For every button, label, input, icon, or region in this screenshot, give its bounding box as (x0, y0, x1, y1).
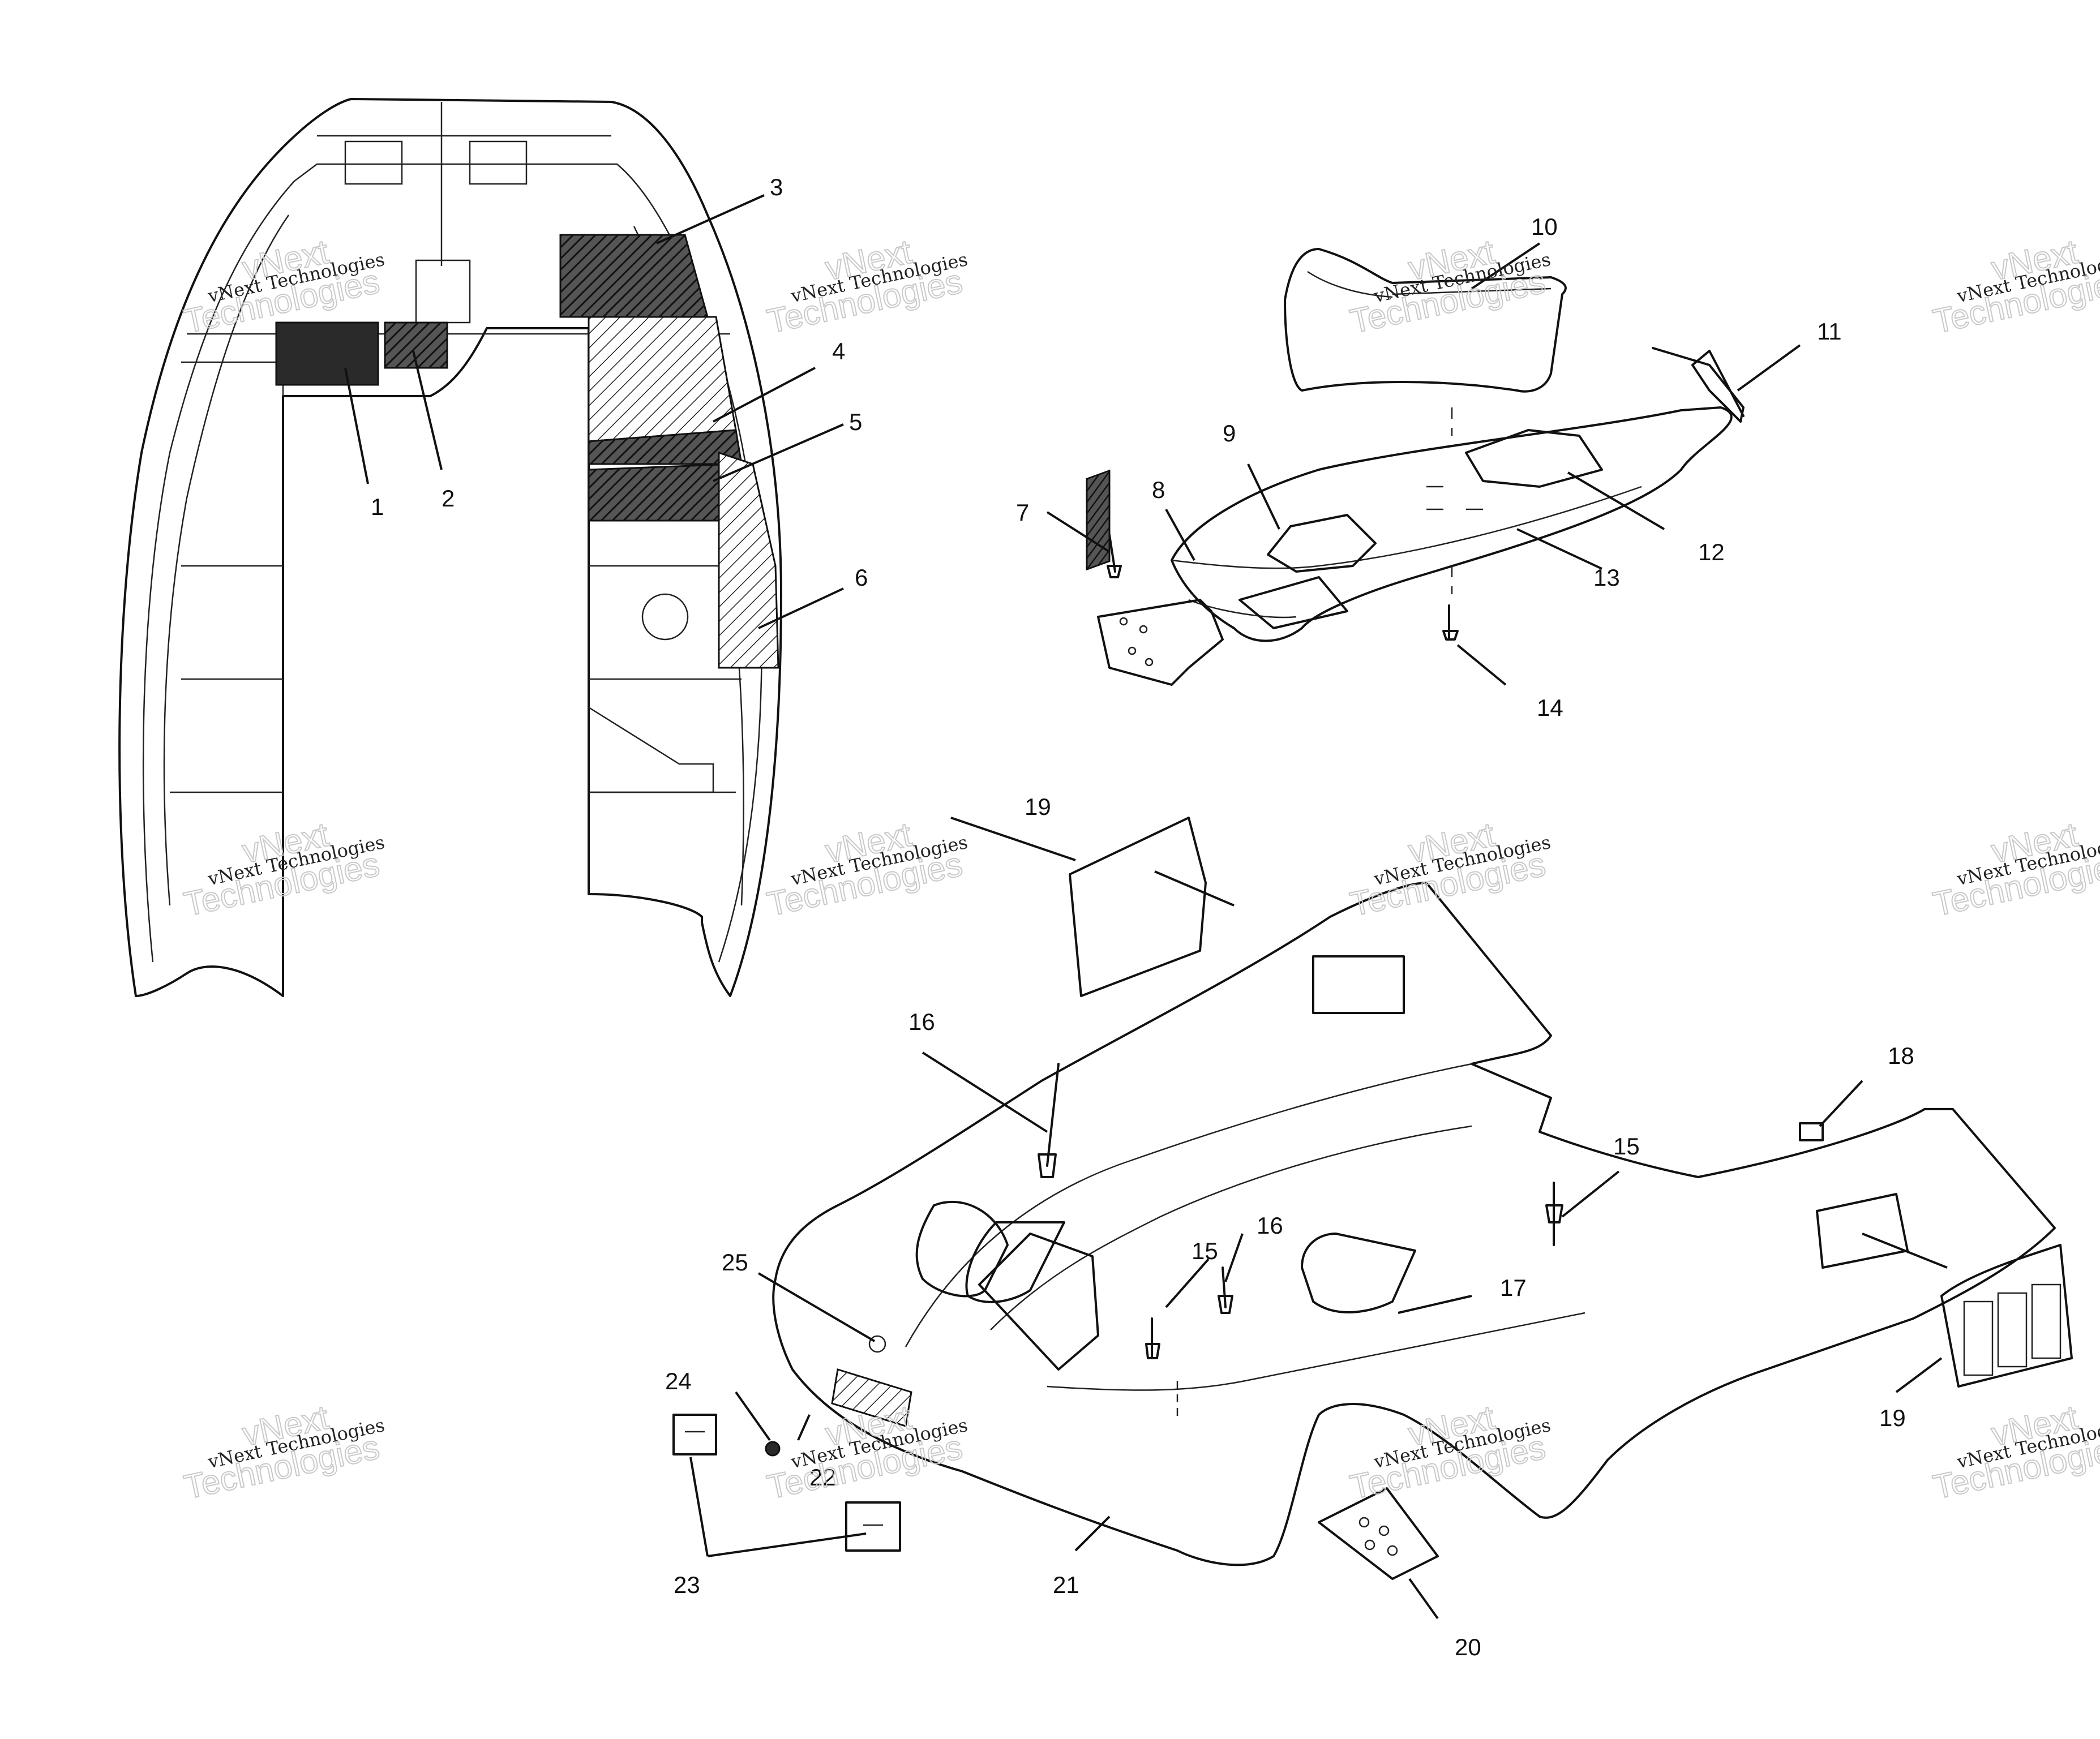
hinge-plate (1097, 599, 1224, 686)
watermark-7: vNext vNext Technologies Technologies (1346, 815, 1552, 924)
part-5b-panel (588, 463, 737, 522)
callout-16-mid: 16 (1257, 1212, 1283, 1239)
callout-19-left: 19 (1025, 793, 1051, 820)
callout-7: 7 (1016, 499, 1029, 526)
callout-9: 9 (1223, 420, 1236, 446)
watermark-9: vNext vNext Technologies Technologies (180, 1398, 386, 1507)
callout-labels: 1 2 3 4 5 6 7 8 9 10 11 12 13 14 15 15 1… (371, 174, 1914, 1660)
part-19-vent-left (1069, 817, 1207, 997)
part-23-plate-a (672, 1414, 717, 1455)
part-21-nose-pan (772, 882, 2056, 1566)
part-17-window (1301, 1233, 1416, 1313)
hood-assembly (118, 98, 782, 997)
callout-3: 3 (770, 174, 783, 200)
part-10-tray (1284, 248, 1567, 393)
part-2-panel (384, 321, 448, 369)
callout-2: 2 (442, 485, 455, 512)
belly-pan-assembly (672, 469, 2073, 1580)
callout-16-top: 16 (908, 1008, 935, 1035)
side-window (1816, 1193, 1909, 1269)
part-23-plate-b (845, 1501, 901, 1552)
watermark-6: vNext vNext Technologies Technologies (763, 815, 969, 924)
access-window (1312, 955, 1405, 1014)
part-24-clip (765, 1441, 781, 1457)
callout-25: 25 (722, 1249, 748, 1276)
watermark-3: vNext vNext Technologies Technologies (1346, 232, 1552, 341)
part-19-vent-right (1940, 1244, 2073, 1388)
part-20-plate (1318, 1487, 1439, 1580)
watermark-12: vNext vNext Technologies Technologies (1929, 1398, 2100, 1507)
part-8-window (1238, 576, 1348, 629)
callout-8: 8 (1152, 476, 1165, 503)
callout-17: 17 (1500, 1274, 1527, 1301)
callout-5: 5 (849, 409, 862, 435)
callout-14: 14 (1537, 694, 1563, 721)
part-1-panel (275, 321, 379, 386)
dash-assembly (1097, 248, 1745, 686)
part-4-panel (588, 316, 737, 443)
callout-15-left: 15 (1192, 1238, 1218, 1264)
callout-11: 11 (1817, 318, 1842, 345)
callout-13: 13 (1593, 564, 1620, 591)
callout-19-right: 19 (1879, 1405, 1906, 1431)
leader-lines (344, 194, 1948, 1620)
part-18-pad (1799, 1122, 1824, 1141)
part-12-window (1465, 429, 1603, 488)
part-9-window (1267, 514, 1377, 573)
callout-21: 21 (1053, 1571, 1079, 1598)
watermark-2: vNext vNext Technologies Technologies (763, 232, 969, 341)
part-16-fastener-a (1046, 1063, 1060, 1167)
callout-23: 23 (674, 1571, 700, 1598)
callout-12: 12 (1698, 539, 1725, 565)
callout-18: 18 (1888, 1042, 1914, 1069)
part-13-console (1171, 406, 1733, 642)
watermark-8: vNext vNext Technologies Technologies (1929, 815, 2100, 924)
callout-10: 10 (1531, 213, 1558, 240)
part-6-panel (718, 451, 779, 669)
watermarks: vNext vNext Technologies Technologies vN… (180, 232, 2100, 1507)
part-25-grommet (868, 1335, 886, 1353)
callout-6: 6 (855, 564, 868, 591)
part-11-clip (1652, 347, 1745, 423)
callout-20: 20 (1455, 1634, 1481, 1660)
callout-15-right: 15 (1613, 1133, 1640, 1160)
part-3-panel (559, 234, 709, 318)
callout-22: 22 (809, 1464, 836, 1491)
part-22-grille (831, 1368, 912, 1427)
callout-4: 4 (832, 338, 845, 364)
callout-24: 24 (665, 1368, 692, 1394)
callout-1: 1 (371, 493, 384, 520)
part-16-fastener-b (1222, 1266, 1227, 1308)
watermark-4: vNext vNext Technologies Technologies (1929, 232, 2100, 341)
